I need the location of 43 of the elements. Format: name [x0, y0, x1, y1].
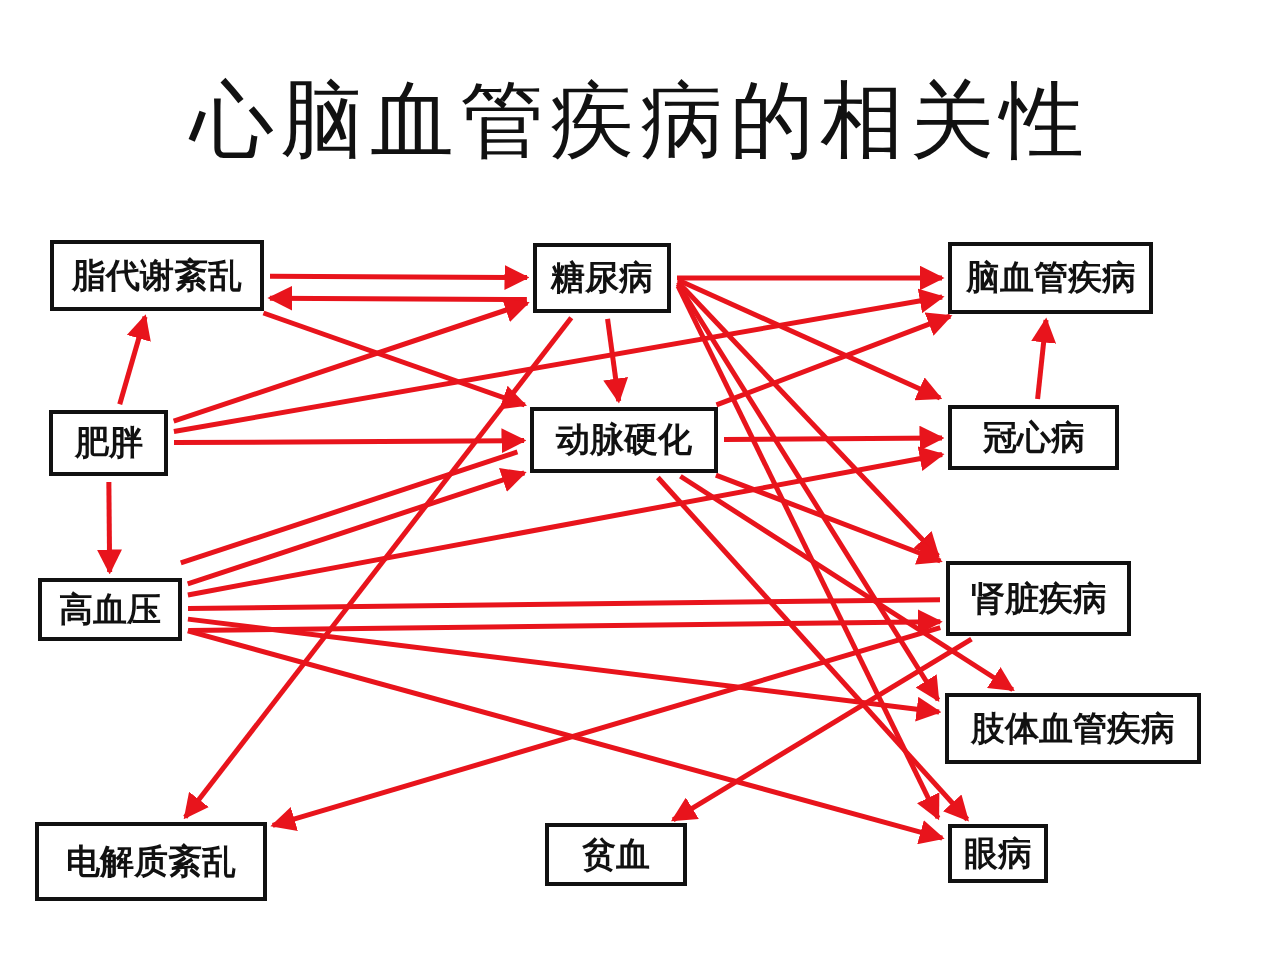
term-box: 贫血 [545, 823, 687, 886]
arrow [173, 288, 945, 434]
arrow [188, 609, 943, 635]
arrow [270, 264, 530, 290]
arrow [262, 310, 527, 410]
connector-line [180, 449, 519, 566]
arrow [656, 475, 970, 822]
arrow [172, 298, 530, 424]
arrow [671, 636, 973, 823]
term-box: 脑血管疾病 [948, 242, 1153, 314]
term-box: 肢体血管疾病 [945, 693, 1201, 764]
arrow [174, 428, 527, 454]
arrow [187, 616, 942, 722]
arrow [679, 474, 1015, 692]
term-box: 眼病 [948, 824, 1048, 883]
term-box: 动脉硬化 [530, 407, 718, 473]
arrow [724, 425, 945, 451]
arrow [676, 280, 940, 558]
arrow [603, 318, 629, 404]
arrow [96, 481, 122, 575]
arrow [270, 625, 941, 831]
arrow [675, 282, 941, 703]
title: 心脑血管疾病的相关性 [187, 70, 1091, 170]
term-box: 脂代谢紊乱 [50, 240, 264, 311]
arrow [677, 265, 945, 291]
term-box: 电解质紊乱 [35, 822, 267, 901]
term-box: 冠心病 [948, 405, 1119, 470]
term-box: 糖尿病 [533, 243, 671, 313]
arrow [187, 628, 945, 845]
arrow [117, 314, 151, 405]
arrow [1031, 317, 1057, 400]
term-box: 肾脏疾病 [946, 561, 1131, 636]
connector-line [187, 597, 941, 612]
arrow [183, 316, 574, 820]
arrow [675, 284, 941, 821]
arrow [715, 472, 943, 565]
arrow [676, 277, 943, 401]
arrow [186, 468, 527, 587]
term-box: 肥胖 [49, 410, 168, 476]
arrow [267, 285, 527, 311]
arrow [187, 446, 945, 598]
arrow [715, 312, 953, 408]
term-box: 高血压 [38, 578, 182, 641]
